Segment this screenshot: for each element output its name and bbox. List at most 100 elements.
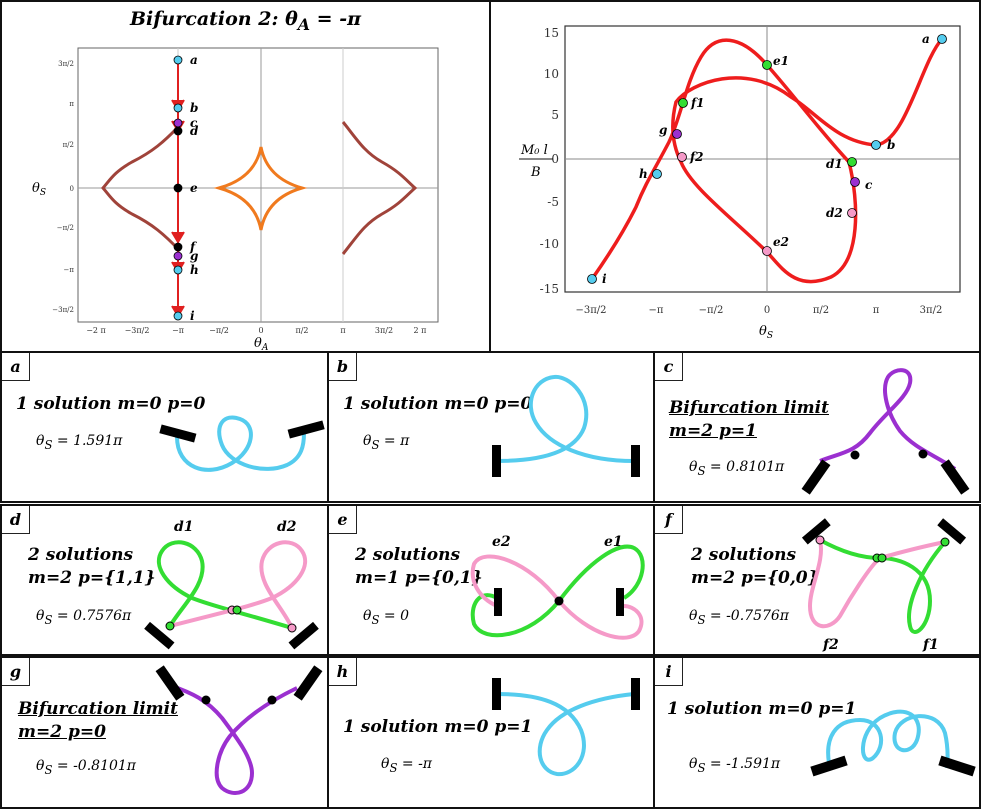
x-tick-label: π xyxy=(873,305,880,316)
bifurcation-title: Bifurcation 2: θA = -π xyxy=(129,8,361,34)
x-tick-label: −3π/2 xyxy=(125,326,150,335)
y-tick-label: π/2 xyxy=(63,141,74,149)
y-axis-label: M₀ l B xyxy=(519,143,553,180)
point-label-f1: f1 xyxy=(690,96,705,110)
x-axis-label: θS xyxy=(759,324,773,341)
shape-c xyxy=(801,368,970,495)
y-tick-label: 3π/2 xyxy=(58,60,74,68)
outer-branch-right xyxy=(341,121,418,255)
point-e xyxy=(173,183,183,193)
x-tick-label: 3π/2 xyxy=(375,326,393,335)
case-i-panel: i 1 solution m=0 p=1 θS = -1.591π xyxy=(653,656,981,809)
svg-text:f2: f2 xyxy=(822,637,839,653)
y-tick-labels: 3π/2ππ/20−π/2−π−3π/2 xyxy=(52,60,74,314)
point-f2 xyxy=(677,152,687,162)
shape-g xyxy=(155,665,323,795)
svg-text:e1: e1 xyxy=(604,534,623,550)
case-tag: a xyxy=(2,353,30,381)
shape-b xyxy=(492,374,640,477)
point-label-e1: e1 xyxy=(773,54,789,68)
x-tick-label: −π xyxy=(172,326,184,335)
svg-text:d2: d2 xyxy=(277,519,297,535)
x-tick-label: −π/2 xyxy=(699,305,724,316)
point-c xyxy=(173,118,183,128)
point-label-e: e xyxy=(190,181,198,195)
point-c xyxy=(850,177,860,187)
y-tick-label: π xyxy=(69,100,74,108)
astroid-curve xyxy=(213,146,308,231)
svg-text:M₀ l: M₀ l xyxy=(520,143,548,158)
case-a-panel: a 1 solution m=0 p=0 θS = 1.591π xyxy=(0,351,330,503)
x-tick-label: −π xyxy=(649,305,664,316)
point-label-c: c xyxy=(190,116,198,130)
x-tick-label: 0 xyxy=(764,305,770,316)
y-tick-label: 0 xyxy=(551,152,559,166)
point-d xyxy=(173,126,183,136)
x-axis-label: θA xyxy=(254,336,269,353)
svg-text:d1: d1 xyxy=(174,519,194,535)
point-d2 xyxy=(847,208,857,218)
y-tick-label: -5 xyxy=(547,195,559,209)
shape-a xyxy=(159,415,325,472)
x-tick-label: π xyxy=(340,326,345,335)
point-label-g: g xyxy=(190,249,198,263)
y-tick-label: 5 xyxy=(551,108,559,122)
point-label-d1: d1 xyxy=(826,157,843,171)
svg-text:f1: f1 xyxy=(922,637,939,653)
point-b xyxy=(871,140,881,150)
x-tick-label: 3π/2 xyxy=(920,305,943,316)
point-f1 xyxy=(678,98,688,108)
solution-text: 1 solution m=0 p=1 xyxy=(343,717,533,737)
case-tag: c xyxy=(655,353,683,381)
shape-e: e2 e1 xyxy=(470,534,645,640)
point-e1 xyxy=(762,60,772,70)
point-label-g: g xyxy=(659,123,667,137)
point-g xyxy=(173,251,183,261)
point-h xyxy=(652,169,662,179)
point-d1 xyxy=(847,157,857,167)
y-axis-label: θS xyxy=(32,181,46,198)
point-label-i: i xyxy=(602,272,607,286)
point-label-i: i xyxy=(190,309,195,323)
theta-value: θS = -1.591π xyxy=(689,756,781,775)
point-label-f: f xyxy=(189,240,197,254)
svg-text:e2: e2 xyxy=(492,534,511,550)
y-tick-label: −π xyxy=(64,266,75,274)
point-label-c: c xyxy=(865,178,873,192)
y-tick-label: −π/2 xyxy=(57,224,74,232)
point-label-d: d xyxy=(190,124,199,138)
shape-f: f2 f1 xyxy=(801,518,967,653)
theta-value: θS = 0.8101π xyxy=(689,459,785,478)
point-f xyxy=(173,242,183,252)
point-label-d2: d2 xyxy=(826,206,843,220)
case-tag: i xyxy=(655,658,683,686)
theta-value: θS = -0.7576π xyxy=(689,608,789,627)
theta-value: θS = -π xyxy=(381,756,433,775)
point-label-h: h xyxy=(190,263,199,277)
case-h-panel: h 1 solution m=0 p=1 θS = -π xyxy=(327,656,656,809)
shape-d: d1 d2 xyxy=(144,519,319,650)
point-e2 xyxy=(762,246,772,256)
y-tick-label: 0 xyxy=(70,185,74,193)
theta-value: θS = -0.8101π xyxy=(36,758,136,777)
x-tick-label: π/2 xyxy=(295,326,308,335)
shape-h xyxy=(492,678,640,777)
case-tag: e xyxy=(329,506,357,534)
